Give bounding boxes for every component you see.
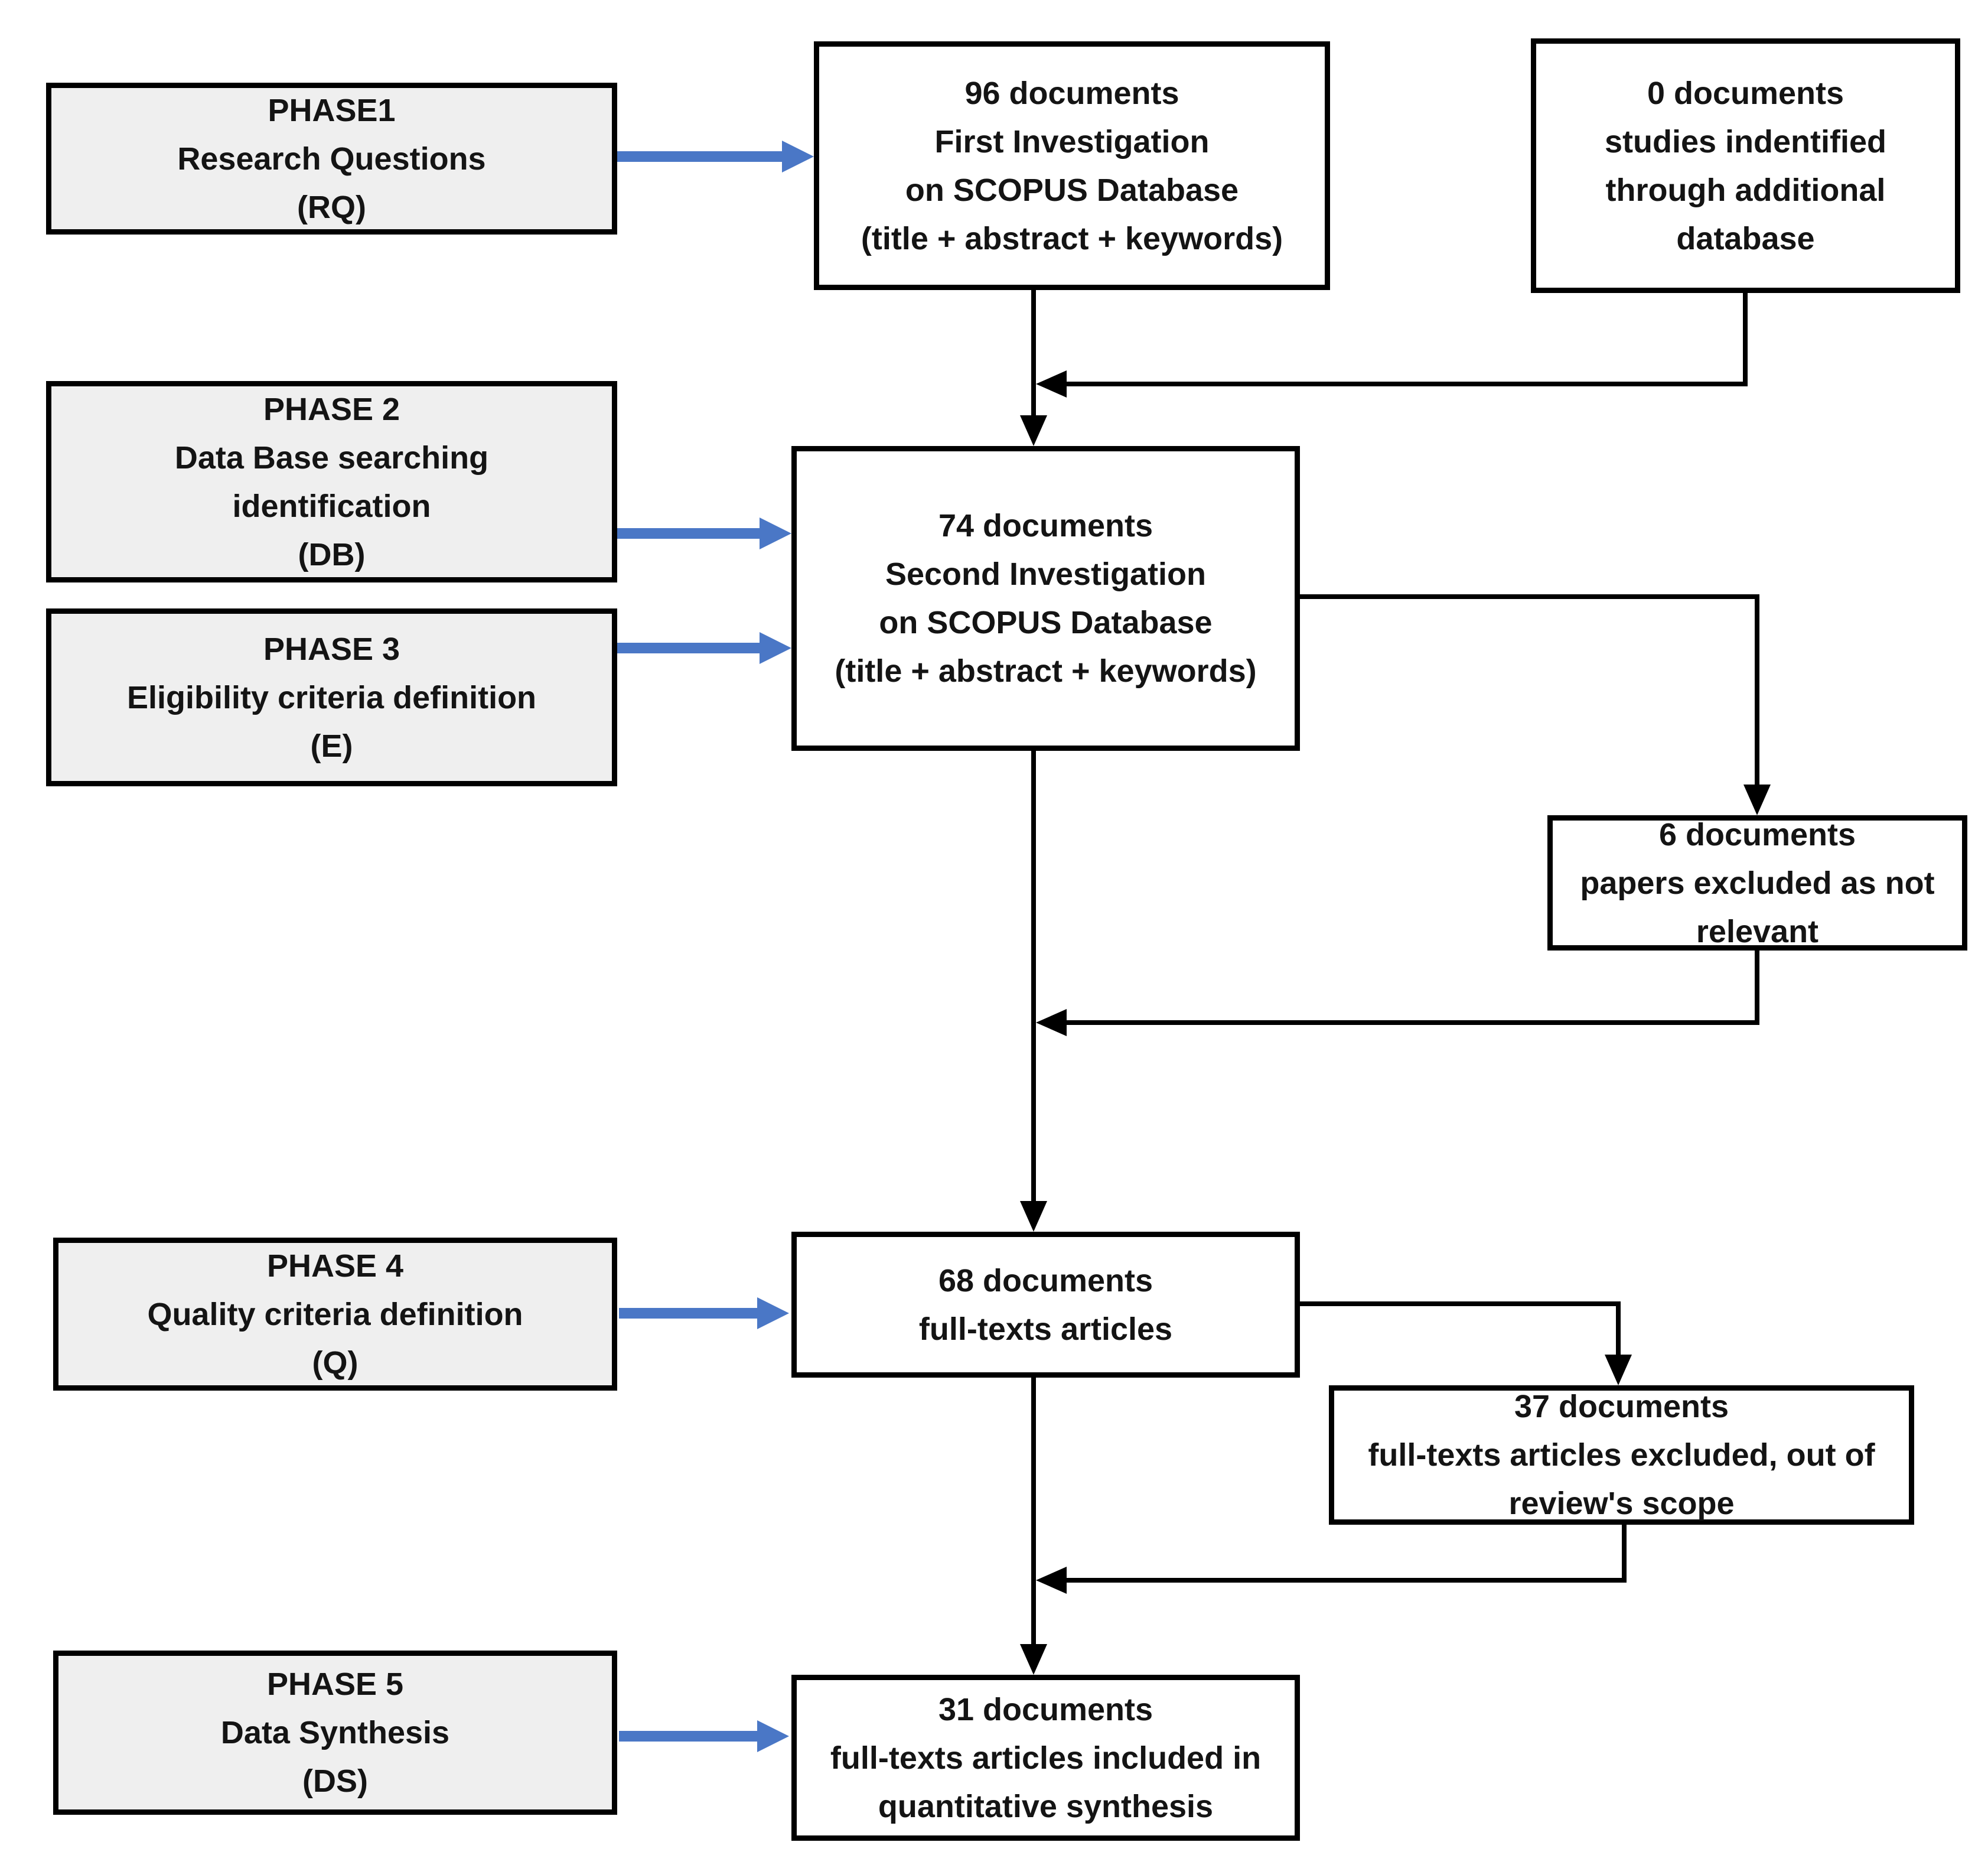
arrow-down-icon	[1605, 1355, 1632, 1385]
arrow-right-icon	[760, 517, 791, 549]
arrow-down-icon	[1020, 415, 1047, 446]
flow-line	[1031, 290, 1036, 418]
phase-3-box: PHASE 3 Eligibility criteria definition …	[46, 608, 617, 786]
arrow-right-icon	[757, 1720, 789, 1752]
flow-line	[1622, 1525, 1627, 1580]
flow-line	[1063, 1578, 1627, 1583]
doc-96-box: 96 documents First Investigation on SCOP…	[814, 41, 1330, 290]
arrow-shaft	[617, 151, 785, 162]
arrow-shaft	[617, 643, 762, 653]
flow-line	[1031, 1378, 1036, 1645]
flow-line	[1616, 1301, 1621, 1357]
arrow-left-icon	[1036, 1567, 1067, 1594]
doc-31-box: 31 documents full-texts articles include…	[791, 1675, 1300, 1841]
arrow-shaft	[619, 1308, 759, 1319]
flow-line	[1063, 1020, 1759, 1025]
phase-2-box: PHASE 2 Data Base searching identificati…	[46, 381, 617, 582]
arrow-shaft	[617, 528, 762, 539]
arrow-right-icon	[782, 141, 814, 172]
arrow-down-icon	[1020, 1201, 1047, 1232]
flow-line	[1031, 751, 1036, 1203]
flow-line	[1300, 594, 1759, 599]
doc-68-box: 68 documents full-texts articles	[791, 1232, 1300, 1378]
flow-line	[1300, 1301, 1621, 1306]
doc-74-box: 74 documents Second Investigation on SCO…	[791, 446, 1300, 751]
arrow-shaft	[619, 1731, 759, 1742]
doc-6-box: 6 documents papers excluded as not relev…	[1547, 815, 1967, 951]
arrow-left-icon	[1036, 370, 1067, 398]
doc-37-box: 37 documents full-texts articles exclude…	[1329, 1385, 1914, 1525]
flow-line	[1755, 951, 1759, 1025]
phase-4-box: PHASE 4 Quality criteria definition (Q)	[53, 1238, 617, 1391]
arrow-right-icon	[757, 1297, 789, 1329]
arrow-left-icon	[1036, 1009, 1067, 1036]
arrow-down-icon	[1743, 785, 1771, 815]
phase-1-box: PHASE1 Research Questions (RQ)	[46, 83, 617, 235]
phase-5-box: PHASE 5 Data Synthesis (DS)	[53, 1651, 617, 1815]
arrow-down-icon	[1020, 1644, 1047, 1675]
flow-line	[1743, 293, 1748, 386]
flow-line	[1063, 382, 1748, 386]
doc-0-box: 0 documents studies indentified through …	[1531, 38, 1960, 293]
flow-line	[1755, 594, 1759, 787]
arrow-right-icon	[760, 632, 791, 664]
